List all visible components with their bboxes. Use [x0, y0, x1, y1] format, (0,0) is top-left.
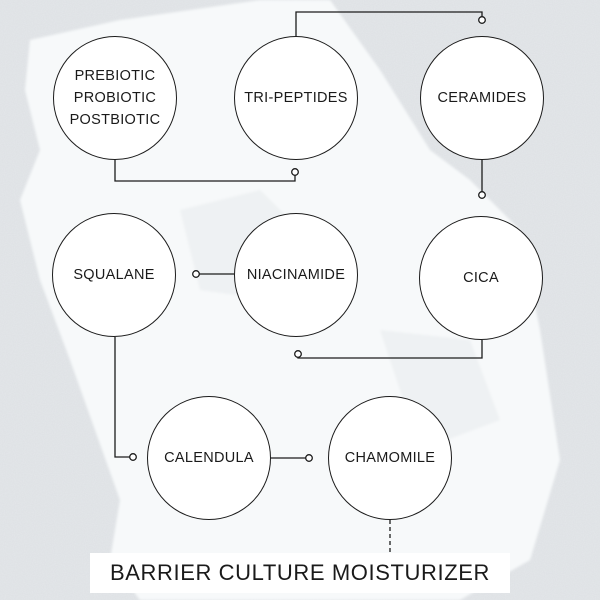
node-label: SQUALANE — [73, 267, 155, 283]
node-label: TRI-PEPTIDES — [244, 90, 348, 106]
node-cica: CICA — [419, 216, 543, 340]
node-label: CALENDULA — [164, 450, 254, 466]
product-title-banner: BARRIER CULTURE MOISTURIZER — [90, 553, 510, 593]
node-ceramides: CERAMIDES — [420, 36, 544, 160]
node-label: CHAMOMILE — [344, 450, 436, 466]
node-label: CICA — [463, 270, 499, 286]
product-title: BARRIER CULTURE MOISTURIZER — [109, 560, 491, 585]
node-label: NIACINAMIDE — [246, 267, 346, 283]
node-niacinamide: NIACINAMIDE — [234, 213, 358, 337]
node-prebiotic-probiotic-postbiotic: PREBIOTIC PROBIOTIC POSTBIOTIC — [53, 36, 177, 160]
node-label: PREBIOTIC PROBIOTIC POSTBIOTIC — [69, 68, 161, 128]
node-squalane: SQUALANE — [52, 213, 176, 337]
node-chamomile: CHAMOMILE — [328, 396, 452, 520]
node-tri-peptides: TRI-PEPTIDES — [234, 36, 358, 160]
node-calendula: CALENDULA — [147, 396, 271, 520]
node-label: CERAMIDES — [437, 90, 527, 106]
